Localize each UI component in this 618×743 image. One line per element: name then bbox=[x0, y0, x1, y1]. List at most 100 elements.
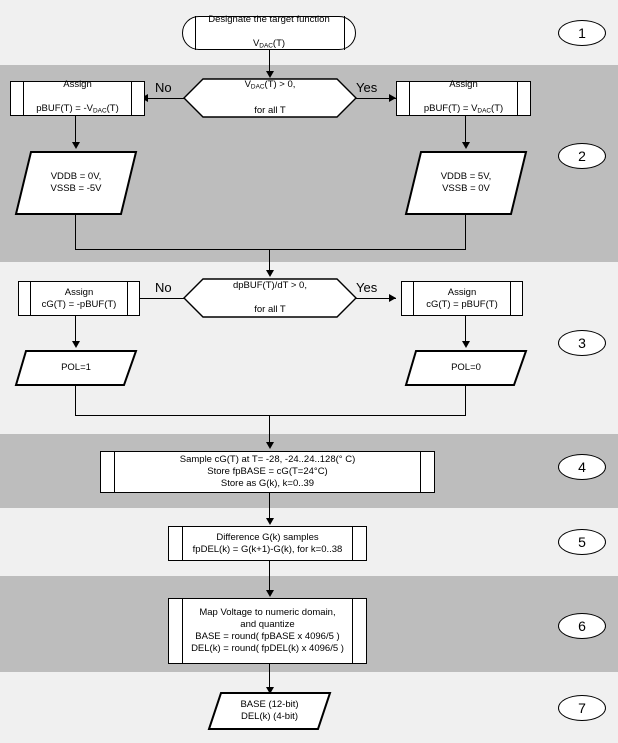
data-rails-negative: VDDB = 0V, VSSB = -5V bbox=[14, 150, 138, 216]
assign-neg-line-2: pBUF(T) = -VDAC(T) bbox=[36, 103, 119, 117]
connector-difference-to-quantize bbox=[269, 561, 270, 591]
process-inner-bar-right-1 bbox=[131, 80, 132, 117]
connector-assign-pos-to-rails bbox=[465, 116, 466, 143]
step-marker-6-label: 6 bbox=[578, 618, 586, 634]
connector-pol-join bbox=[75, 415, 466, 416]
process-inner-bar-left-2 bbox=[409, 80, 410, 117]
arrowhead-decision2-yes bbox=[389, 294, 396, 302]
assign-neg-pbuf: pBUF(T) = -V bbox=[36, 103, 93, 115]
step-marker-7-label: 7 bbox=[578, 700, 586, 716]
process-inner-bar-right-6 bbox=[352, 525, 353, 562]
process-inner-bar-right-2 bbox=[517, 80, 518, 117]
decision1-subscript: DAC bbox=[250, 83, 265, 91]
assign-pos-line-1: Assign bbox=[449, 79, 478, 91]
process-difference-gk: Difference G(k) samples fpDEL(k) = G(k+1… bbox=[168, 525, 367, 562]
connector-decision2-yes bbox=[356, 298, 396, 299]
arrowhead-difference-to-quantize bbox=[266, 590, 274, 597]
sample-text: Sample cG(T) at T= -28, -24..24..128(° C… bbox=[179, 454, 356, 489]
connector-rails-pos-down bbox=[465, 214, 466, 250]
connector-assign-cg-pos-to-pol0 bbox=[465, 316, 466, 342]
process-inner-bar-left-5 bbox=[114, 450, 115, 494]
terminator-line-1: Designate the target function bbox=[208, 13, 330, 25]
process-inner-bar-right-7 bbox=[352, 597, 353, 665]
data-pol-one: POL=1 bbox=[14, 349, 138, 387]
decision2-hexagon-shape bbox=[183, 278, 357, 318]
assign-neg-line-1: Assign bbox=[63, 79, 92, 91]
arrowhead-join-to-sample bbox=[266, 442, 274, 449]
assign-pos-pbuf: pBUF(T) = V bbox=[423, 103, 478, 115]
step-marker-4-label: 4 bbox=[578, 459, 586, 475]
assign-pos-line-2: pBUF(T) = VDAC(T) bbox=[424, 103, 503, 117]
arrowhead-decision1-yes bbox=[389, 94, 396, 102]
process-inner-bar-right-5 bbox=[420, 450, 421, 494]
process-inner-bar-right-3 bbox=[127, 280, 128, 317]
step-marker-1: 1 bbox=[558, 20, 606, 46]
terminator-inner-bar-left bbox=[195, 15, 196, 51]
step-marker-1-label: 1 bbox=[578, 25, 586, 41]
assign-neg-subscript: DAC bbox=[92, 107, 107, 115]
pol-one-shape bbox=[14, 350, 138, 386]
decision1-line-1: VDAC(T) > 0, bbox=[245, 79, 296, 93]
decision-hexagon-shape bbox=[183, 78, 357, 118]
decision1-cond: (T) > 0, bbox=[264, 78, 296, 90]
connector-sample-to-difference bbox=[269, 493, 270, 519]
decision-dpbuf-slope-positive: dpBUF(T)/dT > 0, for all T bbox=[183, 278, 357, 318]
connector-pol1-down bbox=[75, 385, 76, 416]
decision-vdac-positive: VDAC(T) > 0, for all T bbox=[183, 78, 357, 118]
output-text: BASE (12-bit) DEL(k) (4-bit) bbox=[240, 699, 299, 722]
assign-cg-neg-text: Assign cG(T) = -pBUF(T) bbox=[41, 286, 117, 310]
data-output-base-del: BASE (12-bit) DEL(k) (4-bit) bbox=[207, 691, 332, 731]
difference-text: Difference G(k) samples fpDEL(k) = G(k+1… bbox=[192, 531, 343, 555]
connector-rails-neg-down bbox=[75, 214, 76, 250]
step-marker-3-label: 3 bbox=[578, 335, 586, 351]
vdac-arg: (T) bbox=[272, 37, 286, 49]
branch-label-no-2: No bbox=[155, 280, 172, 295]
rails-negative-shape bbox=[14, 151, 138, 215]
process-inner-bar-left-4 bbox=[413, 280, 414, 317]
process-assign-pbuf-vdac: Assign pBUF(T) = VDAC(T) bbox=[396, 79, 531, 117]
process-assign-cg-neg-pbuf: Assign cG(T) = -pBUF(T) bbox=[18, 280, 140, 317]
step-marker-3: 3 bbox=[558, 330, 606, 356]
arrowhead-to-pol1 bbox=[72, 341, 80, 348]
arrowhead-assign-pos-to-rails bbox=[462, 142, 470, 149]
pol-zero-text: POL=0 bbox=[451, 362, 481, 373]
terminator-line-2: VDAC(T) bbox=[208, 38, 329, 52]
assign-neg-arg: (T) bbox=[106, 103, 119, 115]
assign-pos-subscript: DAC bbox=[477, 107, 492, 115]
process-assign-cg-pbuf: Assign cG(T) = pBUF(T) bbox=[401, 280, 523, 317]
decision1-line-2: for all T bbox=[254, 105, 286, 117]
process-inner-bar-right-4 bbox=[510, 280, 511, 317]
arrowhead-sample-to-difference bbox=[266, 518, 274, 525]
process-inner-bar-left-3 bbox=[30, 280, 31, 317]
branch-label-no-1: No bbox=[155, 80, 172, 95]
process-inner-bar-left-1 bbox=[23, 80, 24, 117]
connector-pol0-down bbox=[465, 385, 466, 416]
step-marker-2-label: 2 bbox=[578, 148, 586, 164]
arrowhead-start-to-decision1 bbox=[266, 71, 274, 78]
data-rails-positive: VDDB = 5V, VSSB = 0V bbox=[404, 150, 528, 216]
step-marker-5-label: 5 bbox=[578, 534, 586, 550]
terminator-inner-bar-right bbox=[344, 15, 345, 51]
vdac-subscript: DAC bbox=[259, 42, 273, 50]
step-marker-4: 4 bbox=[558, 454, 606, 480]
assign-cg-pos-text: Assign cG(T) = pBUF(T) bbox=[426, 286, 498, 310]
output-shape bbox=[207, 692, 332, 730]
arrowhead-join-to-decision2 bbox=[266, 270, 274, 277]
rails-negative-text: VDDB = 0V, VSSB = -5V bbox=[50, 171, 102, 194]
connector-join-to-decision2 bbox=[269, 249, 270, 271]
connector-quantize-to-output bbox=[269, 664, 270, 688]
process-map-and-quantize: Map Voltage to numeric domain, and quant… bbox=[168, 597, 367, 665]
connector-decision1-no bbox=[148, 98, 184, 99]
vdac-v: V bbox=[252, 37, 260, 49]
connector-rails-join bbox=[75, 249, 466, 250]
branch-label-yes-2: Yes bbox=[356, 280, 378, 295]
connector-assign-neg-to-rails bbox=[75, 116, 76, 143]
data-pol-zero: POL=0 bbox=[404, 349, 528, 387]
connector-start-to-decision1 bbox=[269, 50, 270, 72]
decision2-line-1: dpBUF(T)/dT > 0, bbox=[232, 280, 307, 291]
quantize-text: Map Voltage to numeric domain, and quant… bbox=[191, 607, 344, 654]
process-inner-bar-left-7 bbox=[182, 597, 183, 665]
arrowhead-quantize-to-output bbox=[266, 687, 274, 694]
process-assign-pbuf-neg-vdac: Assign pBUF(T) = -VDAC(T) bbox=[10, 79, 145, 117]
